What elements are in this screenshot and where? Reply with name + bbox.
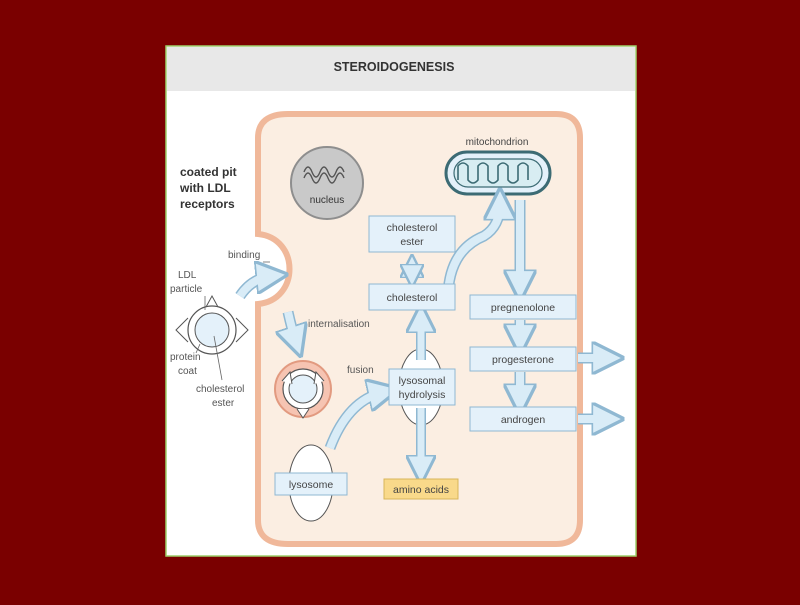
box-amino-acids-label: amino acids	[393, 484, 449, 496]
binding-label: binding	[228, 250, 260, 261]
box-lysosomal-line1: lysosomal	[399, 375, 446, 387]
chol-ester-label-2: ester	[212, 398, 235, 409]
ldl-particle	[175, 294, 249, 355]
box-amino-acids: amino acids	[383, 478, 459, 500]
internalisation-label: internalisation	[308, 319, 370, 330]
box-pregnenolone-label: pregnenolone	[491, 302, 555, 314]
diagram-title: STEROIDOGENESIS	[334, 60, 455, 74]
internalised-vesicle	[274, 360, 332, 419]
box-androgen: androgen	[469, 406, 577, 432]
coated-pit-label-3: receptors	[180, 197, 235, 211]
ldl-label-2: particle	[170, 284, 203, 295]
leader-lines	[195, 261, 270, 381]
box-lysosome-label: lysosome	[289, 479, 334, 491]
nucleus-label: nucleus	[310, 195, 344, 206]
pathway-arrows	[235, 200, 608, 470]
box-progesterone: progesterone	[469, 346, 577, 372]
chol-ester-label-1: cholesterol	[196, 384, 244, 395]
protein-label-2: coat	[178, 366, 197, 377]
box-cholesterol-label: cholesterol	[387, 292, 438, 304]
box-cholesterol-ester: cholesterol ester	[368, 215, 456, 253]
mitochondrion-label: mitochondrion	[466, 137, 529, 148]
box-androgen-label: androgen	[501, 414, 546, 426]
nucleus: nucleus	[290, 146, 364, 220]
box-pregnenolone: pregnenolone	[469, 294, 577, 320]
coated-pit-label-2: with LDL	[179, 181, 231, 195]
box-lysosomal-hydrolysis: lysosomal hydrolysis	[388, 368, 456, 406]
protein-label-1: protein	[170, 352, 201, 363]
box-cholesterol-ester-line2: ester	[400, 236, 424, 248]
box-lysosomal-line2: hydrolysis	[399, 389, 446, 401]
fusion-label: fusion	[347, 365, 374, 376]
header-band	[167, 47, 635, 91]
coated-pit-label-1: coated pit	[180, 165, 237, 179]
ldl-label-1: LDL	[178, 270, 197, 281]
box-progesterone-label: progesterone	[492, 354, 554, 366]
box-cholesterol-ester-line1: cholesterol	[387, 222, 438, 234]
box-cholesterol: cholesterol	[368, 283, 456, 311]
box-lysosome: lysosome	[274, 472, 348, 496]
